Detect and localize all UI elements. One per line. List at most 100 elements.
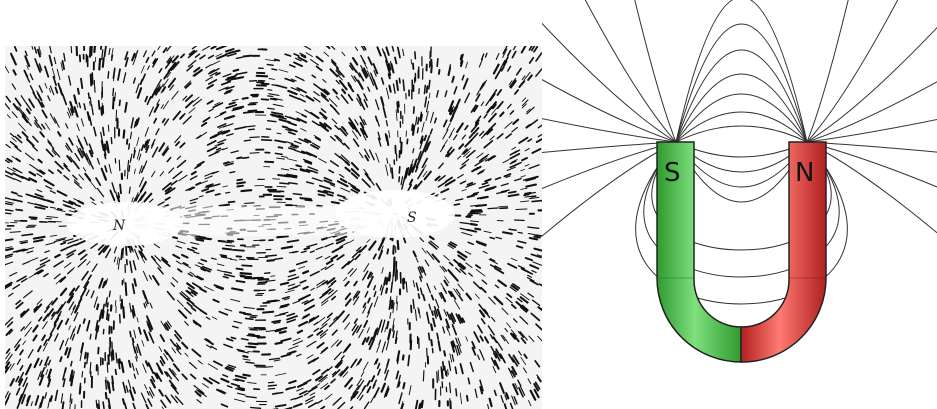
filing-streak: [119, 160, 120, 170]
filing-streak: [243, 356, 247, 357]
horseshoe-magnet-diagram: S N: [542, 0, 937, 409]
field-line: [542, 142, 676, 228]
filing-streak: [96, 400, 97, 407]
filing-streak: [456, 389, 457, 396]
filing-streak: [403, 356, 404, 360]
filing-streak: [431, 340, 432, 345]
filing-streak: [293, 194, 301, 195]
filing-streak: [305, 200, 311, 201]
filing-streak: [90, 102, 91, 106]
filing-streak: [279, 147, 283, 148]
filing-streak: [113, 88, 114, 95]
filing-streak: [126, 289, 127, 295]
filing-streak: [226, 192, 230, 193]
filing-streak: [271, 276, 275, 277]
filing-streak: [108, 72, 109, 79]
filing-streak: [237, 281, 245, 282]
iron-filings-photo: N S: [5, 46, 542, 409]
filing-streak: [304, 248, 309, 249]
filing-streak: [387, 278, 388, 284]
filing-streak: [249, 129, 255, 130]
field-line: [807, 0, 937, 142]
filing-streak: [272, 69, 277, 70]
filing-streak: [62, 402, 63, 409]
filing-streak: [122, 249, 123, 254]
filing-streak: [448, 370, 449, 375]
filing-streak: [108, 381, 109, 388]
filing-streak: [283, 127, 288, 128]
filing-streak: [251, 408, 261, 409]
filing-streak: [90, 334, 91, 339]
filing-streak: [249, 347, 256, 348]
filings-south-label: S: [407, 210, 417, 226]
filing-streak: [71, 362, 72, 366]
filing-streak: [399, 177, 400, 182]
filing-streak: [403, 279, 404, 288]
filing-streak: [103, 58, 104, 67]
filing-streak: [248, 104, 255, 105]
filing-streak: [103, 402, 104, 408]
filing-streak: [475, 229, 480, 230]
filing-streak: [280, 183, 289, 184]
filing-streak: [471, 224, 477, 225]
bar-magnet-body: [125, 206, 395, 236]
filing-streak: [249, 343, 258, 344]
filing-streak: [263, 312, 273, 313]
filing-streak: [237, 158, 241, 159]
filing-streak: [401, 143, 402, 154]
filing-streak: [120, 100, 121, 105]
filing-streak: [280, 331, 286, 333]
filing-streak: [534, 237, 540, 238]
filing-streak: [120, 359, 121, 363]
filing-streak: [98, 326, 99, 331]
magnetic-field-lines: [542, 0, 937, 304]
filing-streak: [215, 194, 220, 195]
filing-streak: [472, 194, 477, 195]
field-line: [676, 142, 807, 157]
filing-streak: [71, 371, 73, 379]
filing-streak: [108, 315, 109, 321]
filing-streak: [246, 318, 253, 319]
horseshoe-magnet: S N: [657, 142, 826, 362]
filing-streak: [269, 290, 275, 291]
filing-streak: [423, 371, 424, 381]
filing-streak: [272, 321, 280, 322]
filing-streak: [268, 385, 276, 386]
filing-streak: [532, 201, 542, 202]
horseshoe-field-diagram: S N: [542, 0, 937, 409]
filing-streak: [413, 300, 414, 309]
filing-streak: [85, 363, 86, 368]
filing-streak: [267, 65, 273, 66]
filing-streak: [394, 268, 395, 276]
filing-streak: [407, 139, 408, 143]
filing-streak: [237, 269, 243, 270]
filing-streak: [268, 108, 275, 109]
filing-streak: [398, 241, 399, 249]
filing-streak: [278, 175, 288, 176]
filing-streak: [237, 186, 243, 187]
filing-streak: [431, 324, 432, 330]
filing-streak: [389, 64, 390, 70]
field-line: [807, 0, 931, 142]
filing-streak: [241, 273, 251, 274]
filing-streak: [224, 277, 229, 278]
filing-streak: [71, 46, 72, 53]
filing-streak: [387, 322, 388, 328]
filing-streak: [267, 260, 274, 261]
filing-streak: [273, 179, 280, 180]
filing-streak: [429, 333, 430, 340]
filing-streak: [222, 257, 226, 258]
filing-streak: [518, 232, 522, 233]
field-line: [552, 0, 676, 142]
filing-streak: [226, 242, 232, 243]
filing-streak: [173, 237, 177, 238]
filing-streak: [91, 75, 92, 86]
filing-streak: [444, 351, 445, 355]
filing-streak: [220, 205, 230, 206]
filing-streak: [467, 396, 468, 401]
filing-streak: [111, 305, 112, 310]
filing-streak: [536, 235, 542, 236]
filing-streak: [509, 229, 516, 230]
filing-streak: [277, 236, 288, 237]
field-line: [676, 94, 807, 142]
